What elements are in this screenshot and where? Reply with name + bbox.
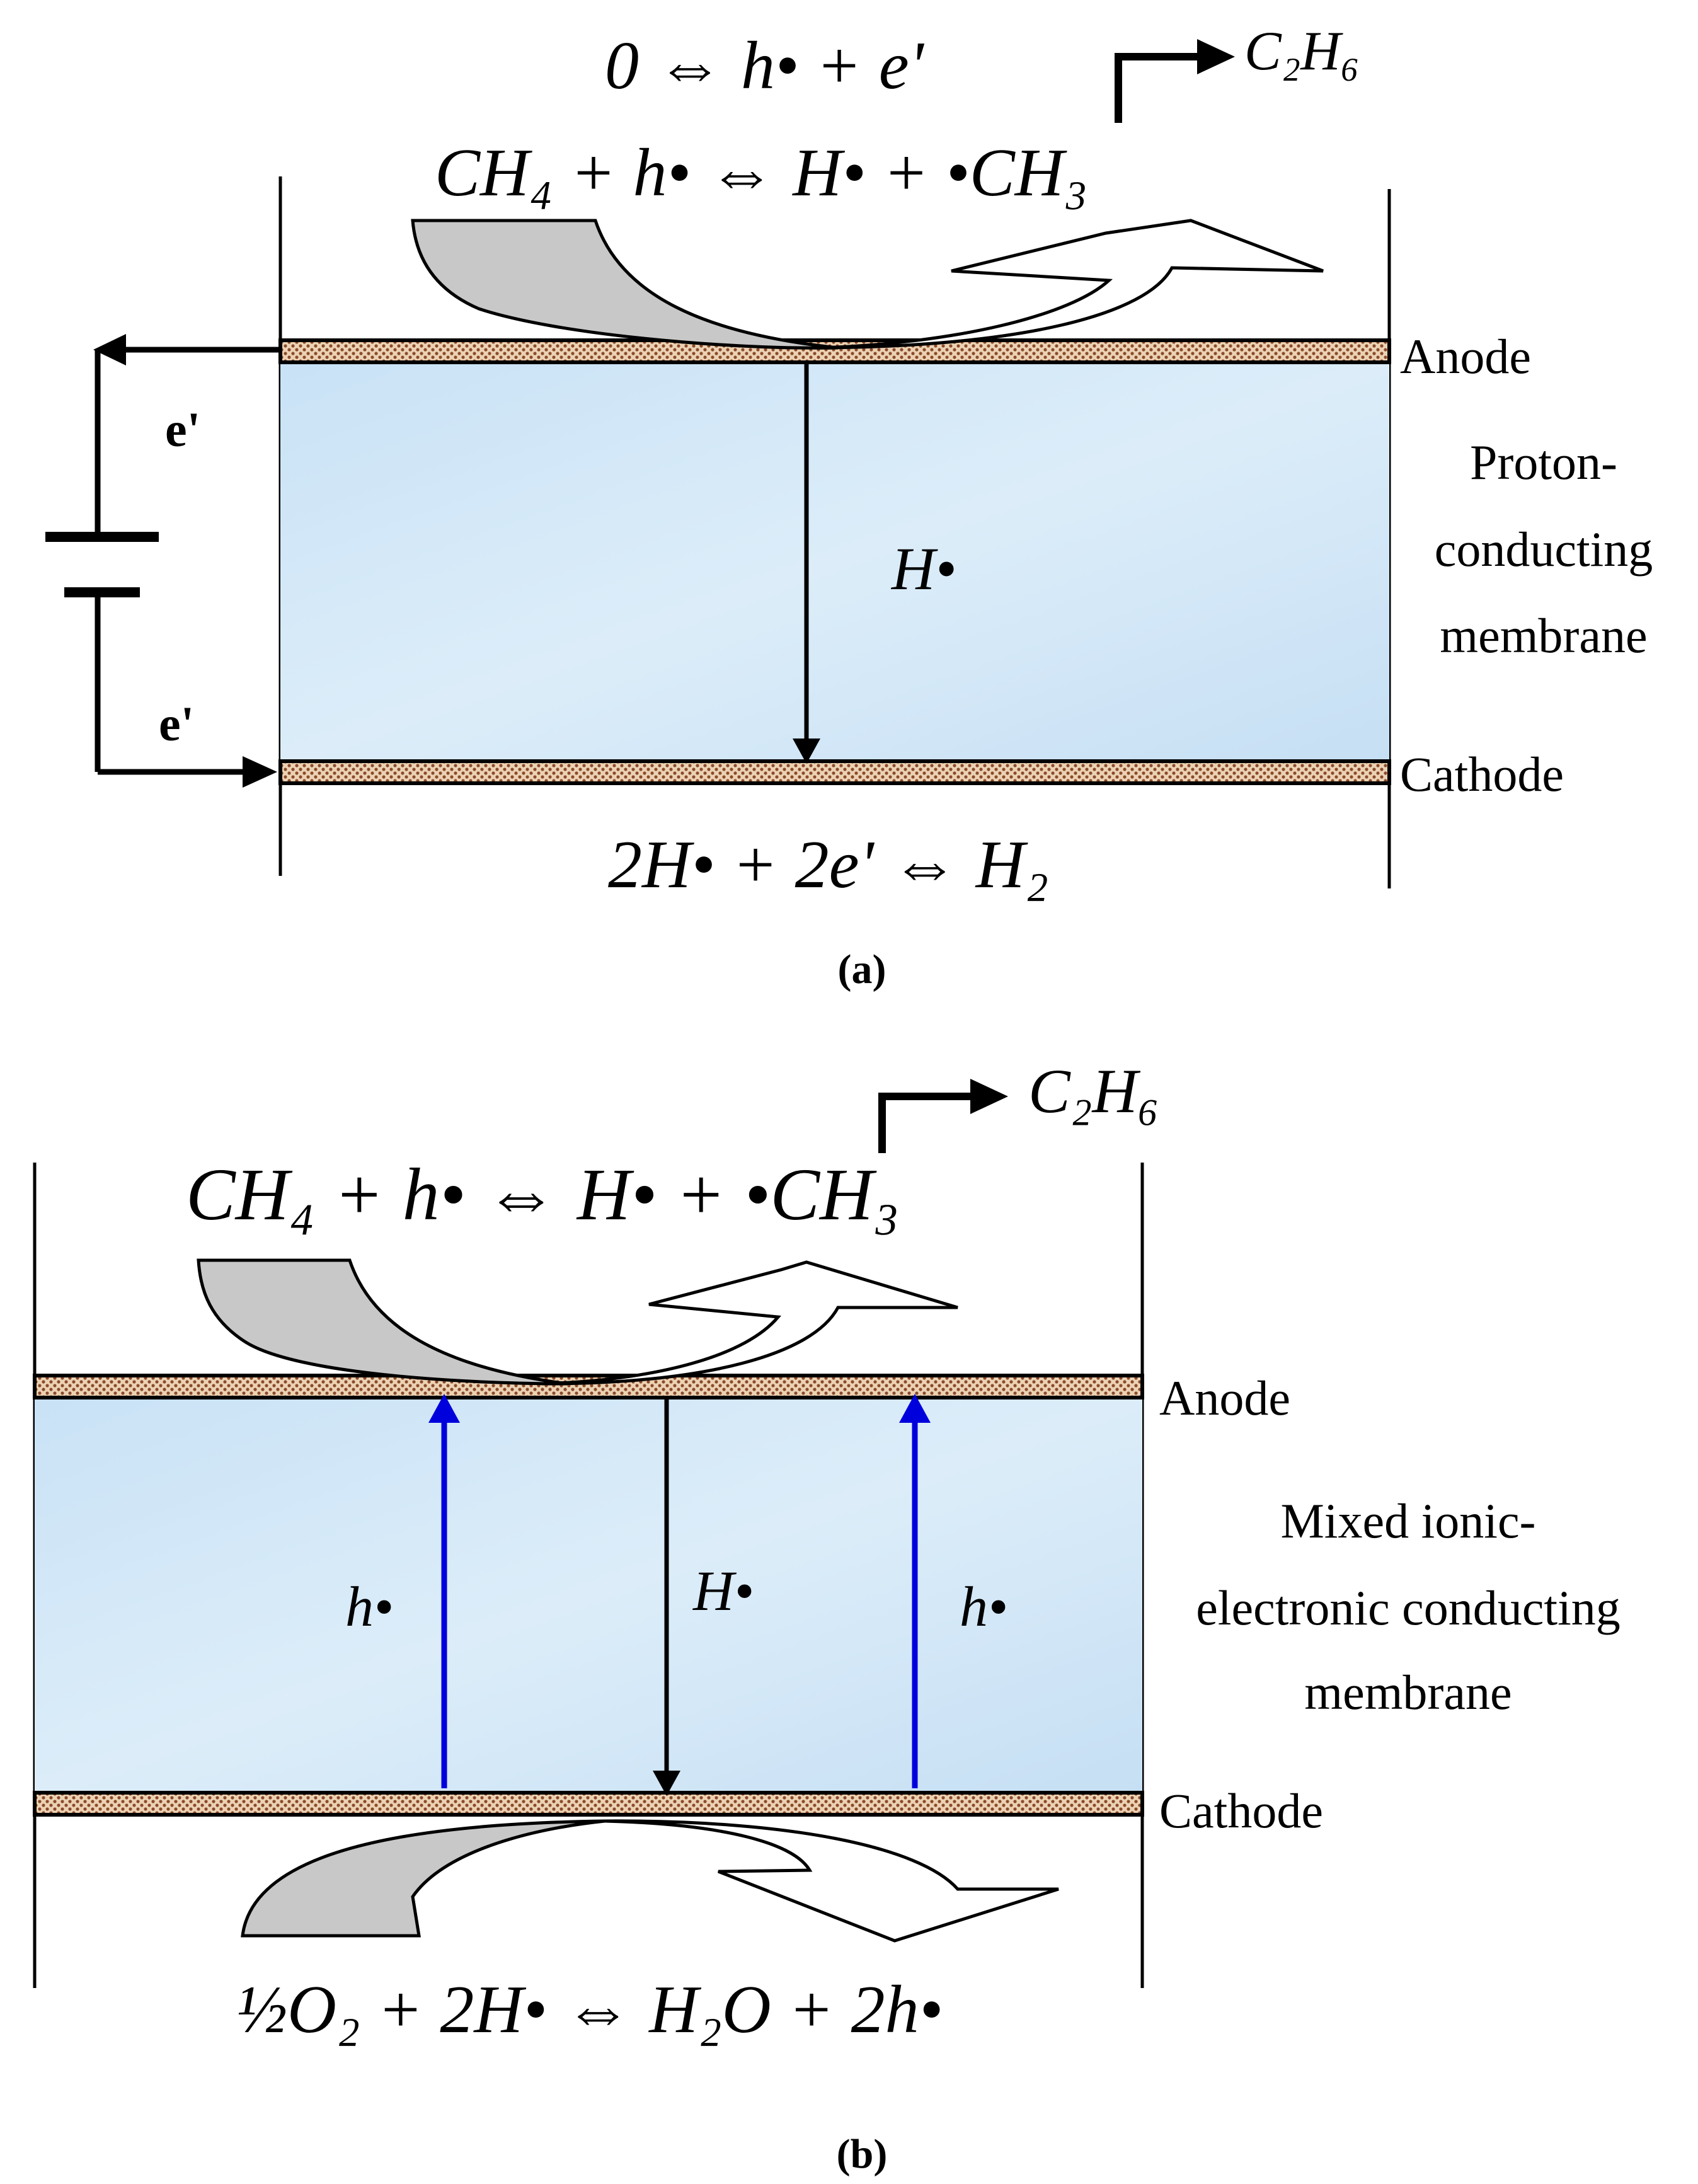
membrane-label-a-line2: conducting — [1435, 522, 1653, 577]
h2o-product-arrow-b — [604, 1819, 1059, 1943]
o2-reactant-arrow-b — [241, 1819, 605, 1938]
panel-b: C₂H₆ CH₄ + h• ⇔ H• + •CH₃ — [33, 1056, 1621, 2177]
membrane-label-a-line1: Proton- — [1470, 435, 1617, 490]
proton-label-a: H• — [890, 535, 956, 602]
equation-b-bottom: ½O₂ + 2H• ⇔ H₂O + 2h• — [236, 1972, 943, 2047]
equation-a-bottom: 2H• + 2e' ⇔ H₂ — [608, 827, 1048, 902]
c2h6-arrow-b — [878, 1079, 1008, 1153]
electron-label-a-bottom: e' — [159, 696, 194, 751]
c2h6-arrow-a — [1115, 39, 1235, 123]
membrane-label-b-line3: membrane — [1304, 1665, 1512, 1720]
proton-label-b: H• — [692, 1560, 754, 1623]
panel-a: 0 ⇔ h• + e' C₂H₆ CH₄ + h• ⇔ H• + •CH₃ H• — [45, 21, 1653, 992]
anode-label-a: Anode — [1400, 329, 1531, 384]
anode-layer-a — [278, 338, 1391, 364]
caption-b: (b) — [837, 2131, 888, 2177]
product-b-c2h6: C₂H₆ — [1028, 1056, 1159, 1126]
cathode-label-b: Cathode — [1159, 1783, 1323, 1838]
proton-conducting-membrane — [280, 362, 1389, 761]
hole-transport-arrow-left — [428, 1394, 460, 1788]
hole-label-left: h• — [345, 1576, 394, 1638]
membrane-label-b-line2: electronic conducting — [1196, 1580, 1621, 1635]
electron-label-a-top: e' — [165, 402, 200, 457]
hole-label-right: h• — [960, 1576, 1008, 1638]
ch3-product-arrow-b — [541, 1260, 958, 1386]
anode-layer-b — [33, 1374, 1144, 1399]
external-circuit-a — [45, 334, 280, 788]
ch4-reactant-arrow-a — [411, 219, 839, 350]
hole-transport-arrow-right — [899, 1394, 931, 1788]
caption-a: (a) — [838, 946, 886, 992]
equation-a-top-1: 0 ⇔ h• + e' — [605, 28, 925, 103]
membrane-label-a-line3: membrane — [1440, 608, 1647, 663]
cathode-label-a: Cathode — [1400, 747, 1564, 802]
mixed-ionic-electronic-membrane — [35, 1398, 1142, 1793]
cathode-layer-a — [278, 759, 1391, 785]
proton-transport-arrow-a — [793, 362, 820, 764]
product-a-c2h6: C₂H₆ — [1244, 21, 1360, 82]
cathode-layer-b — [33, 1791, 1144, 1817]
anode-label-b: Anode — [1159, 1371, 1290, 1425]
equation-a-top-2: CH₄ + h• ⇔ H• + •CH₃ — [435, 135, 1087, 210]
equation-b-top: CH₄ + h• ⇔ H• + •CH₃ — [186, 1153, 899, 1236]
ch3-product-arrow-a — [818, 219, 1324, 350]
membrane-label-b-line1: Mixed ionic- — [1280, 1493, 1535, 1548]
ch4-reactant-arrow-b — [197, 1258, 568, 1386]
proton-transport-arrow-b — [653, 1398, 680, 1796]
